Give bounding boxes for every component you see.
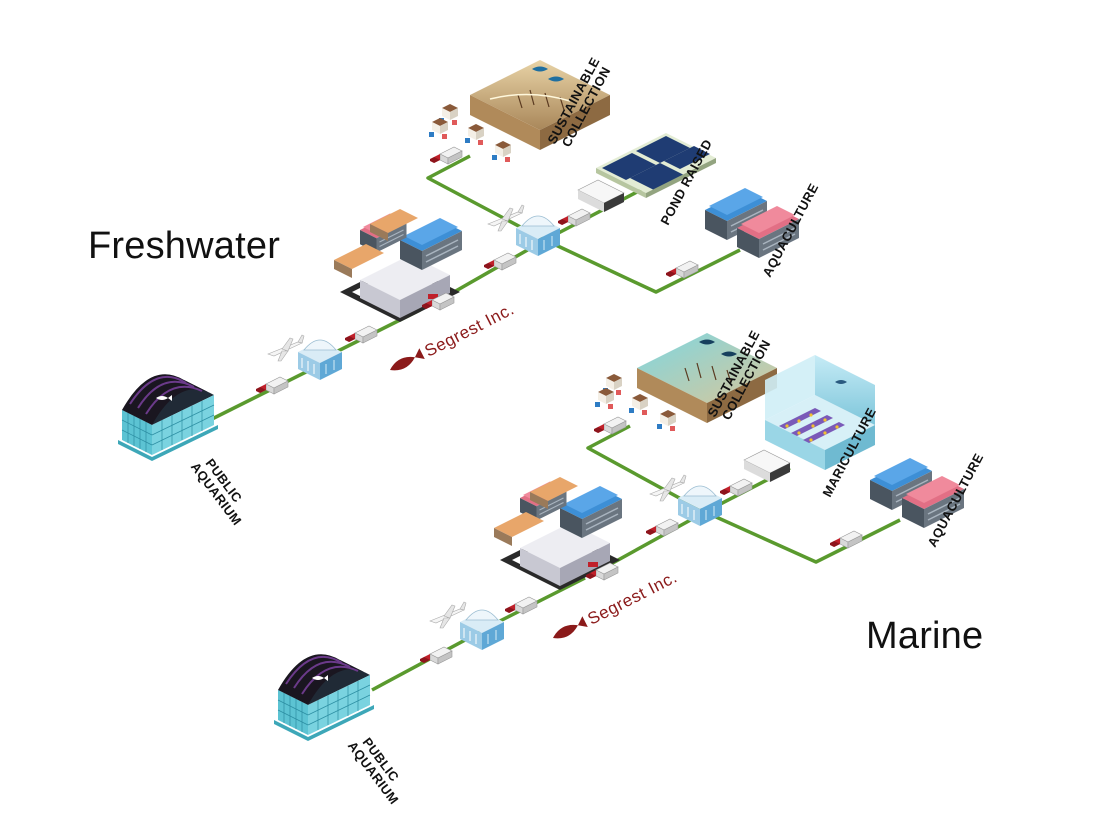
truck-icon bbox=[719, 478, 753, 497]
greenhouse-icon bbox=[743, 449, 791, 482]
freshwater-destination-label: PUBLIC AQUARIUM bbox=[188, 456, 245, 528]
truck-icon bbox=[504, 596, 538, 615]
truck-icon bbox=[483, 252, 517, 271]
freshwater-title: Freshwater bbox=[88, 225, 281, 267]
truck-icon bbox=[255, 376, 289, 395]
house-icon bbox=[595, 388, 614, 409]
sustainable-collection-icon bbox=[637, 333, 777, 423]
greenhouse-icon bbox=[577, 179, 625, 212]
truck-icon bbox=[665, 260, 699, 279]
airport-terminal-icon bbox=[515, 215, 561, 257]
public-aquarium-icon bbox=[117, 373, 219, 462]
marine-destination-label: PUBLIC AQUARIUM bbox=[345, 735, 402, 807]
marine-title: Marine bbox=[866, 615, 984, 657]
airport-terminal-icon bbox=[459, 609, 505, 651]
truck-icon bbox=[829, 530, 863, 549]
truck-icon bbox=[645, 518, 679, 537]
fish-logo-icon bbox=[553, 616, 588, 639]
public-aquarium-icon bbox=[273, 653, 375, 742]
freshwater-diagram: PUBLIC AQUARIUM Segrest bbox=[117, 55, 821, 528]
airport-terminal-icon bbox=[677, 485, 723, 527]
house-icon bbox=[657, 410, 676, 431]
truck-icon bbox=[344, 325, 378, 344]
mariculture-tank-icon bbox=[765, 355, 875, 470]
house-icon bbox=[429, 118, 448, 139]
truck-icon bbox=[419, 646, 453, 665]
house-icon bbox=[465, 124, 484, 145]
house-icon bbox=[492, 141, 511, 162]
house-icon bbox=[629, 394, 648, 415]
fish-logo-icon bbox=[390, 348, 425, 371]
sustainable-collection-icon bbox=[470, 60, 610, 150]
brand-name: Segrest Inc. bbox=[422, 299, 518, 360]
marine-diagram: PUBLIC AQUARIUM Segrest Inc. bbox=[273, 328, 986, 807]
pond-icon bbox=[596, 133, 716, 198]
truck-icon bbox=[557, 208, 591, 227]
